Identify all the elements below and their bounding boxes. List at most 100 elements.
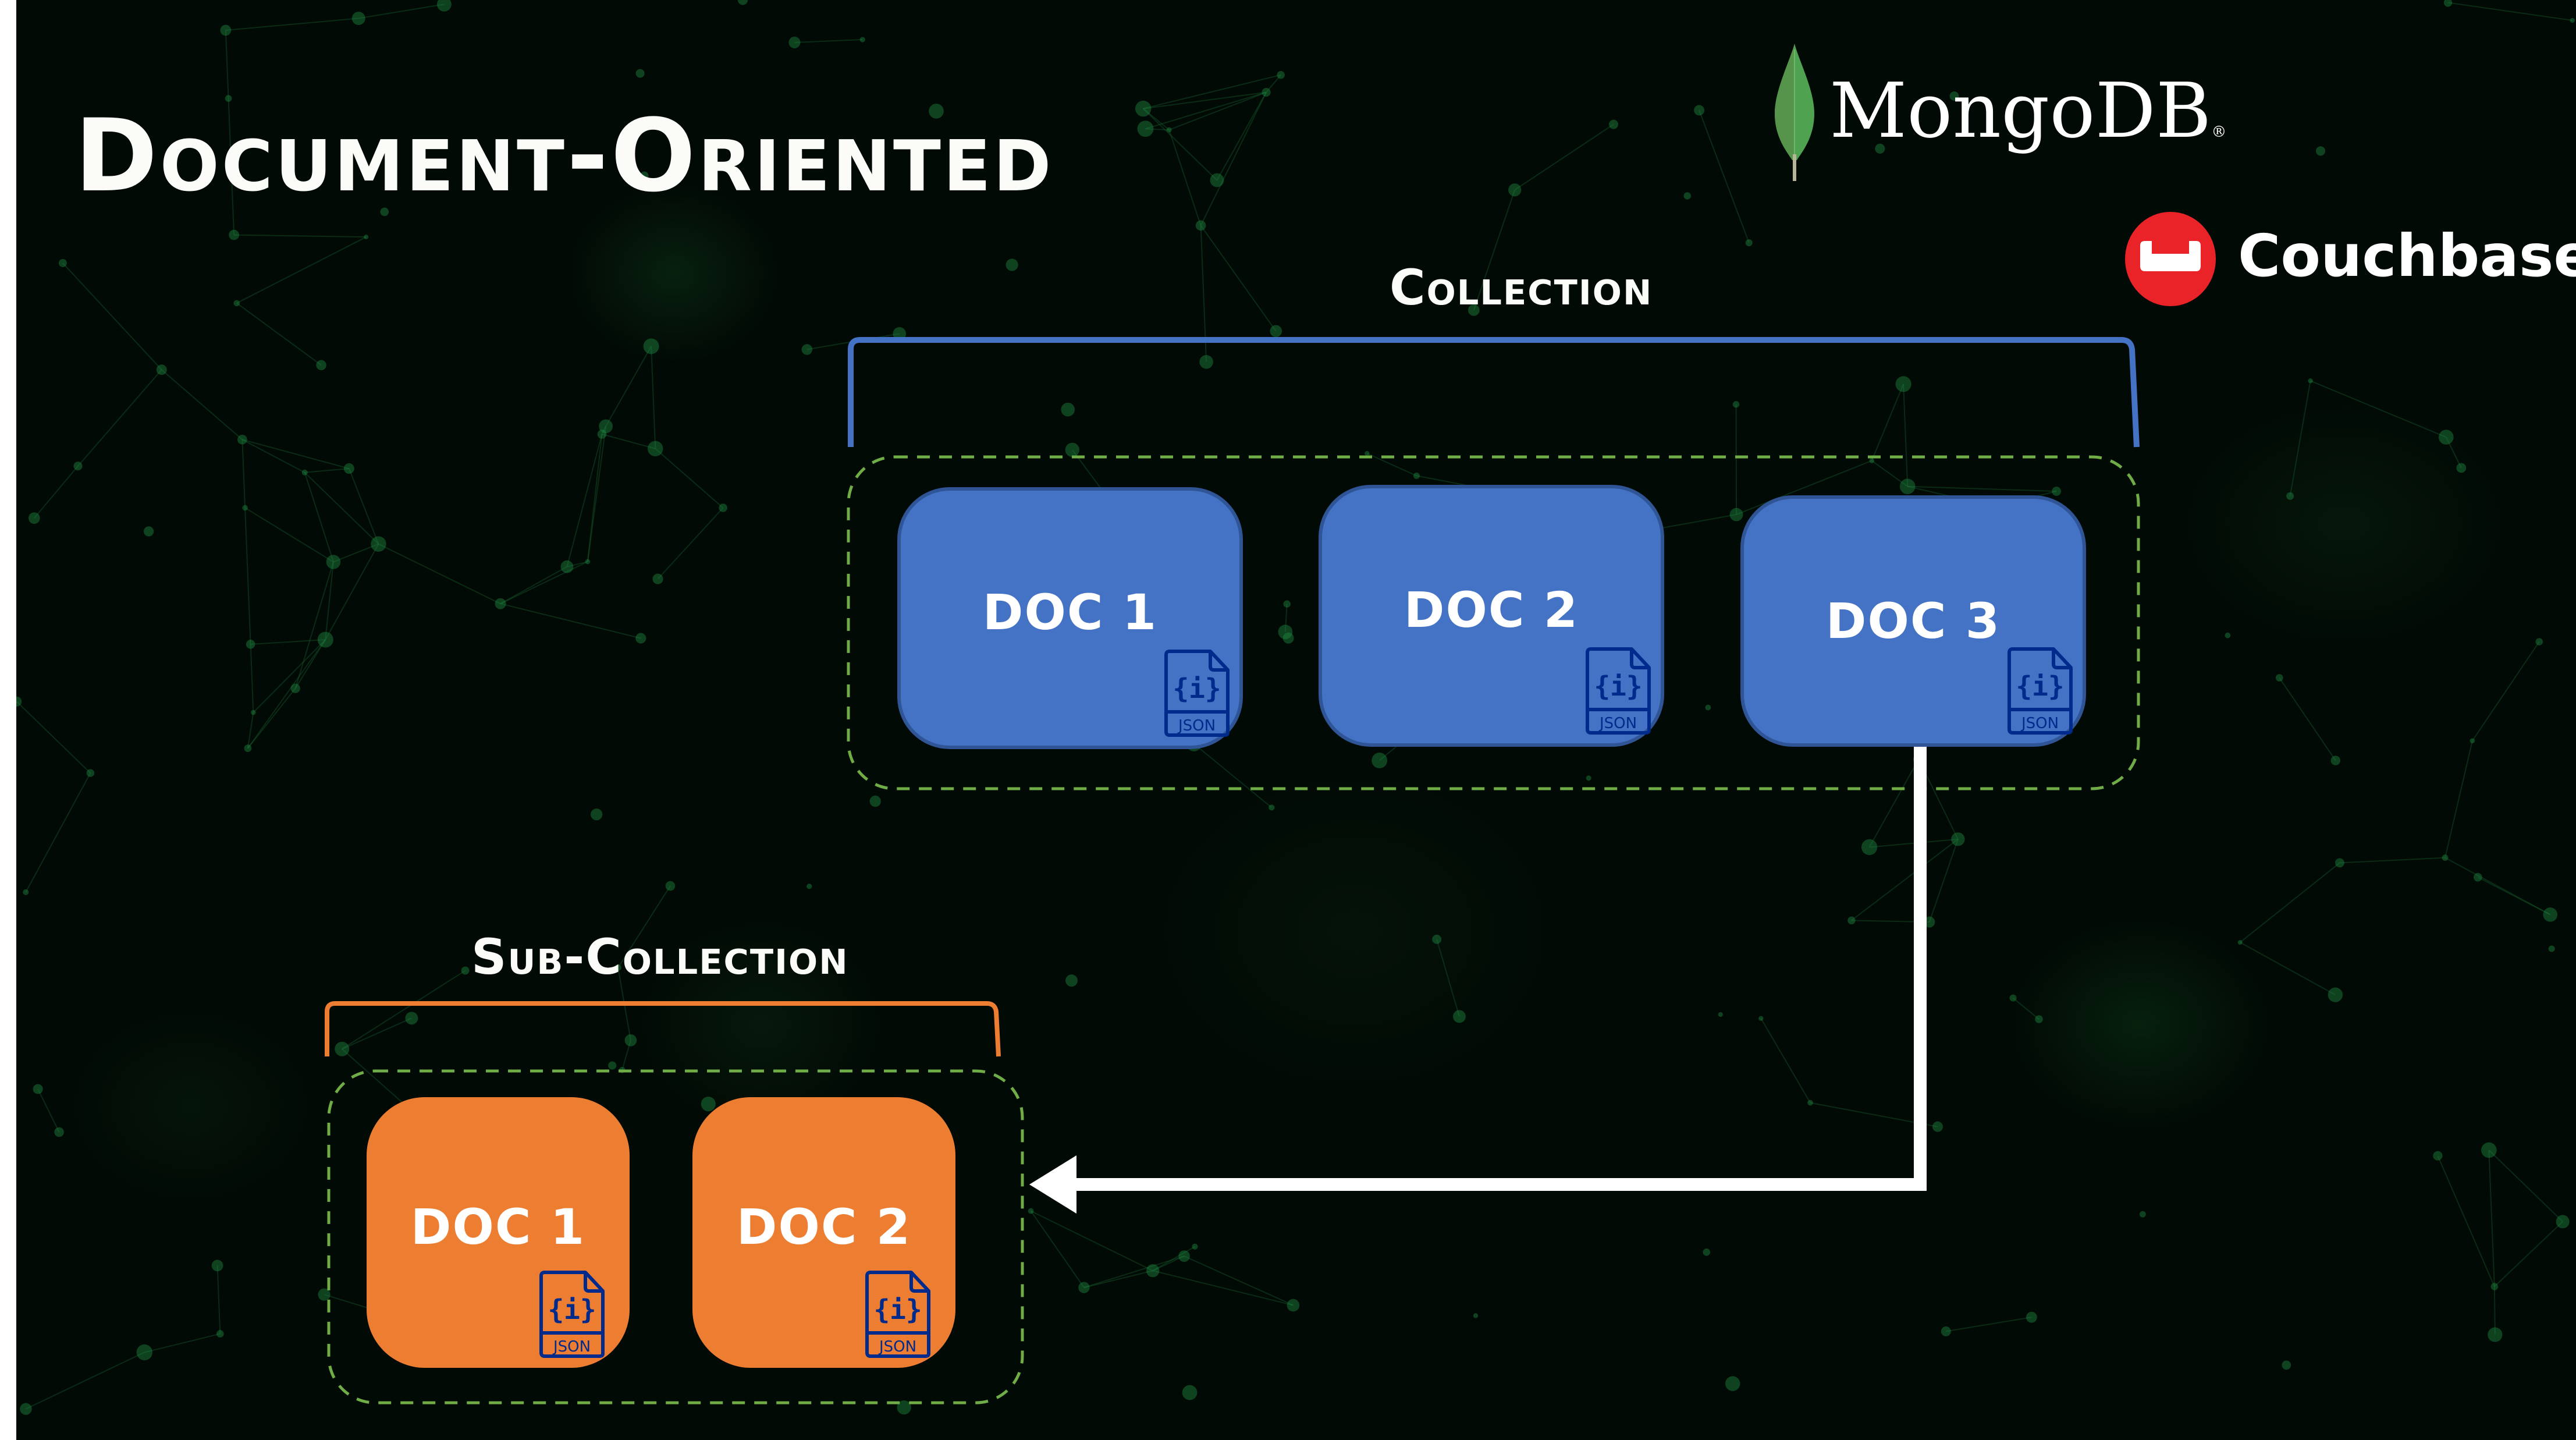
network-node bbox=[2442, 854, 2449, 861]
network-edge bbox=[2310, 380, 2447, 438]
network-node bbox=[2438, 430, 2454, 445]
network-node bbox=[1718, 1012, 1723, 1017]
network-edge bbox=[228, 98, 235, 235]
network-node bbox=[1703, 1249, 1711, 1256]
network-node bbox=[1137, 120, 1154, 137]
network-node bbox=[28, 512, 40, 524]
network-node bbox=[1282, 632, 1294, 644]
network-edge bbox=[358, 3, 445, 19]
network-node bbox=[2433, 1151, 2443, 1161]
network-node bbox=[1277, 70, 1285, 79]
subcollection-bracket bbox=[325, 1001, 1001, 1057]
network-edge bbox=[567, 561, 588, 568]
network-node bbox=[33, 1084, 43, 1094]
network-node bbox=[317, 632, 333, 648]
network-node bbox=[1508, 183, 1522, 197]
network-node bbox=[597, 430, 607, 439]
network-node bbox=[2335, 858, 2344, 868]
json-file-icon: {i} JSON bbox=[2007, 647, 2073, 735]
network-node bbox=[2035, 1015, 2043, 1023]
network-edge bbox=[1031, 1210, 1153, 1272]
network-node bbox=[614, 964, 621, 971]
network-edge bbox=[651, 346, 656, 449]
network-node bbox=[1178, 1250, 1190, 1262]
network-edge bbox=[247, 712, 254, 749]
network-edge bbox=[1760, 1018, 1811, 1104]
network-edge bbox=[1143, 108, 1218, 181]
subcollection-doc-2[interactable]: DOC 2 {i} JSON bbox=[692, 1097, 955, 1368]
network-node bbox=[2488, 1327, 2503, 1342]
network-node bbox=[1210, 173, 1224, 187]
network-node bbox=[343, 463, 354, 474]
network-node bbox=[1705, 704, 1711, 711]
network-edge bbox=[1736, 460, 1873, 515]
network-edge bbox=[1143, 108, 1170, 130]
slide: Document-Oriented MongoDB® Couchbase Col… bbox=[16, 0, 2576, 1440]
network-node bbox=[652, 573, 663, 584]
network-node bbox=[608, 1061, 617, 1070]
network-edge bbox=[1928, 839, 1959, 923]
network-node bbox=[1758, 1016, 1764, 1021]
network-edge bbox=[2437, 1155, 2495, 1287]
network-node bbox=[1166, 127, 1172, 133]
network-node bbox=[1028, 1208, 1034, 1214]
network-node bbox=[1065, 974, 1078, 987]
network-node bbox=[2009, 994, 2017, 1002]
network-edge bbox=[250, 644, 254, 713]
network-edge bbox=[1152, 1246, 1196, 1272]
network-node bbox=[290, 683, 300, 693]
network-node bbox=[1065, 442, 1079, 457]
network-edge bbox=[2494, 1221, 2563, 1288]
network-node bbox=[701, 1097, 716, 1112]
network-node bbox=[2481, 1142, 2497, 1158]
network-edge bbox=[1436, 939, 1460, 1017]
collection-doc-1[interactable]: DOC 1 {i} JSON bbox=[897, 487, 1243, 749]
network-edge bbox=[1145, 91, 1267, 130]
page-title: Document-Oriented bbox=[74, 97, 1054, 214]
network-node bbox=[665, 881, 676, 891]
network-node bbox=[869, 795, 881, 807]
network-edge bbox=[304, 472, 379, 545]
network-node bbox=[2026, 1311, 2037, 1323]
collection-doc-3[interactable]: DOC 3 {i} JSON bbox=[1740, 495, 2086, 747]
network-edge bbox=[2447, 2, 2573, 22]
network-edge bbox=[1083, 1255, 1185, 1289]
network-node bbox=[1413, 472, 1420, 479]
network-node bbox=[1608, 119, 1619, 129]
network-edge bbox=[794, 39, 863, 43]
network-edge bbox=[241, 439, 246, 508]
network-node bbox=[2543, 907, 2558, 922]
network-node bbox=[2237, 939, 2243, 945]
network-edge bbox=[601, 425, 607, 435]
json-file-icon: {i} JSON bbox=[1164, 650, 1230, 737]
network-edge bbox=[378, 543, 501, 605]
network-node bbox=[788, 36, 801, 48]
network-edge bbox=[1145, 128, 1170, 131]
svg-text:JSON: JSON bbox=[878, 1338, 916, 1356]
network-node bbox=[380, 207, 389, 217]
network-edge bbox=[16, 701, 91, 774]
collection-doc-2[interactable]: DOC 2 {i} JSON bbox=[1319, 485, 1664, 747]
network-edge bbox=[342, 1017, 412, 1050]
network-edge bbox=[1030, 1210, 1085, 1288]
network-edge bbox=[294, 562, 334, 689]
network-node bbox=[1473, 1313, 1479, 1318]
network-edge bbox=[244, 507, 334, 563]
network-edge bbox=[1216, 92, 1267, 180]
network-edge bbox=[62, 263, 162, 370]
network-node bbox=[1278, 625, 1293, 640]
svg-text:JSON: JSON bbox=[2020, 715, 2059, 732]
subcollection-doc-1[interactable]: DOC 1 {i} JSON bbox=[367, 1097, 630, 1368]
mongodb-logo: MongoDB® bbox=[1774, 44, 2239, 183]
network-edge bbox=[2488, 1150, 2563, 1222]
collection-label: Collection bbox=[1390, 259, 1653, 316]
network-node bbox=[1432, 934, 1442, 944]
network-edge bbox=[657, 507, 724, 580]
network-node bbox=[1694, 105, 1705, 116]
network-node bbox=[1732, 401, 1740, 408]
network-edge bbox=[2444, 740, 2473, 858]
network-edge bbox=[234, 234, 367, 238]
network-node bbox=[2456, 463, 2467, 473]
svg-text:{i}: {i} bbox=[548, 1294, 596, 1325]
network-node bbox=[1262, 88, 1271, 97]
